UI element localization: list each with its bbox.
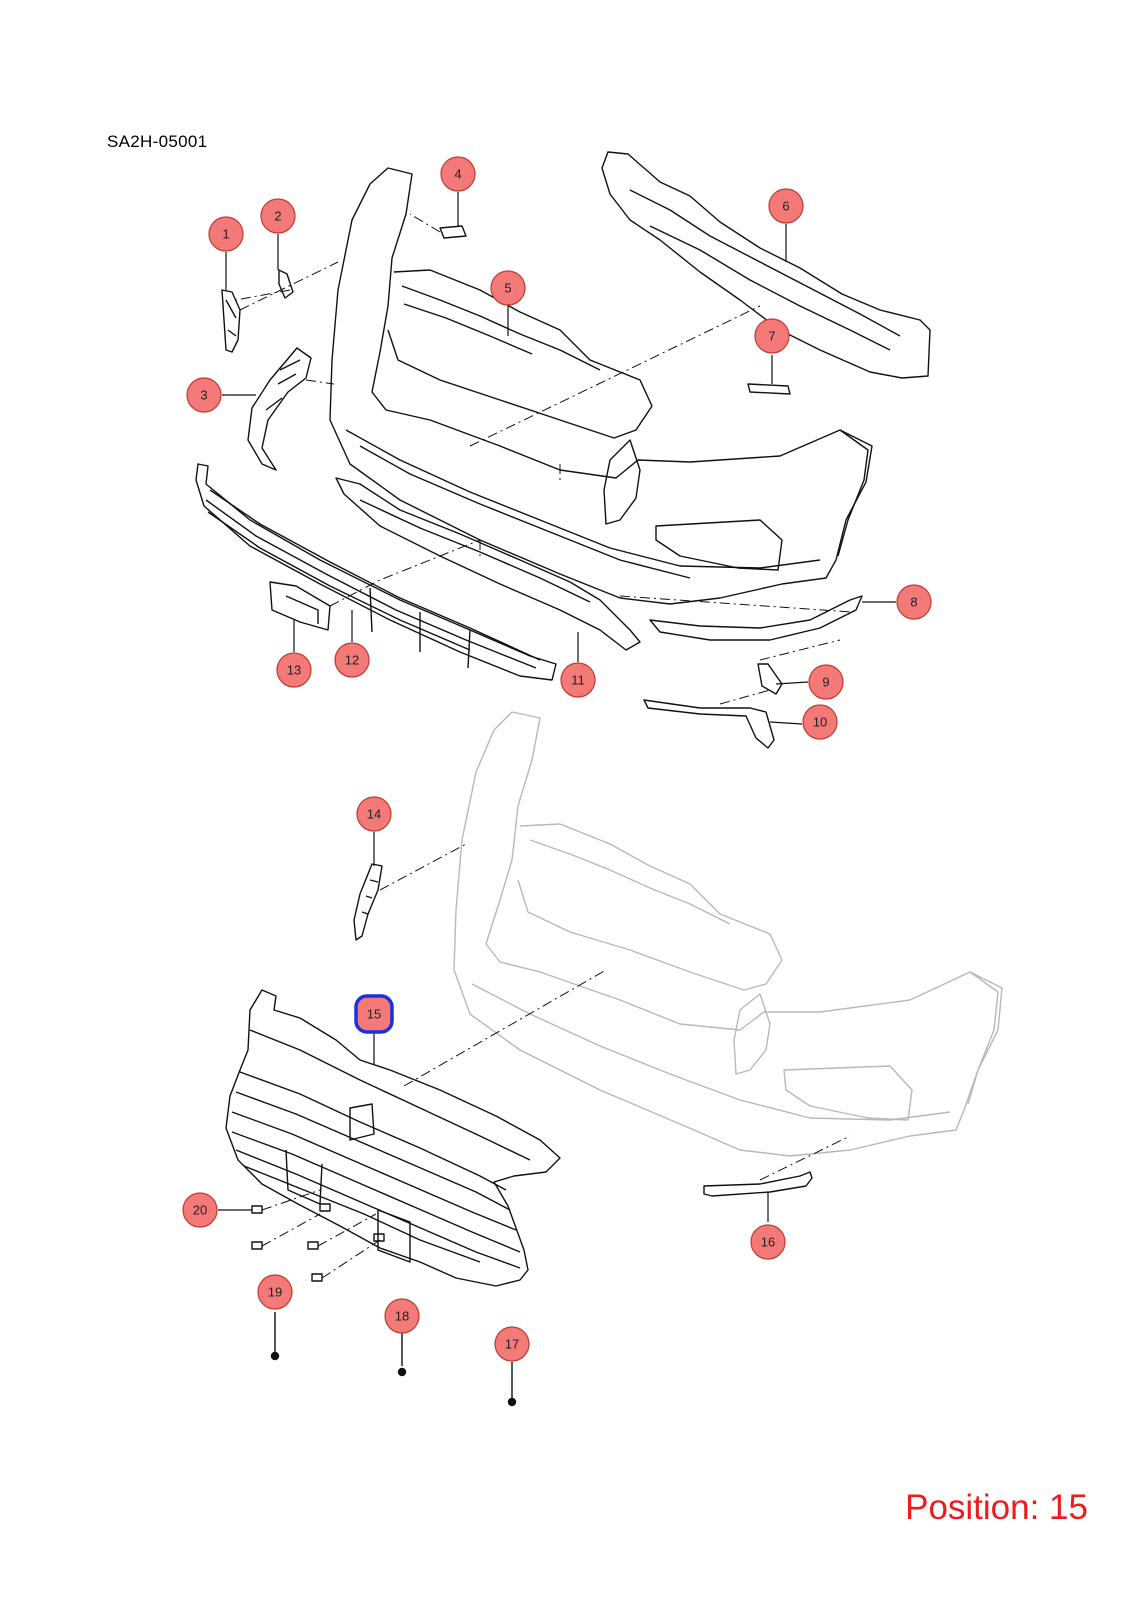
callout-number: 16: [761, 1235, 775, 1250]
callout-number: 18: [395, 1309, 409, 1324]
callout-marker[interactable]: [260, 198, 296, 234]
screws: [270, 1312, 517, 1407]
callout-11[interactable]: 11: [560, 662, 596, 698]
callout-marker[interactable]: [208, 216, 244, 252]
callout-marker[interactable]: [334, 642, 370, 678]
callout-12[interactable]: 12: [334, 642, 370, 678]
callout-number: 10: [813, 715, 827, 730]
callout-marker[interactable]: [494, 1326, 530, 1362]
part-15-radiator-grille: [225, 989, 561, 1287]
callout-number: 11: [571, 673, 585, 688]
callout-number: 7: [768, 329, 775, 344]
part-1-bracket: [221, 289, 241, 353]
callout-18[interactable]: 18: [384, 1298, 420, 1334]
callout-15[interactable]: 15: [354, 994, 394, 1034]
callout-marker[interactable]: [750, 1224, 786, 1260]
callout-13[interactable]: 13: [276, 652, 312, 688]
callout-marker[interactable]: [768, 188, 804, 224]
callout-2[interactable]: 2: [260, 198, 296, 234]
callout-marker[interactable]: [276, 652, 312, 688]
callout-number: 12: [345, 653, 359, 668]
callout-marker[interactable]: [186, 377, 222, 413]
callout-17[interactable]: 17: [494, 1326, 530, 1362]
callout-number: 5: [504, 281, 511, 296]
callout-number: 3: [200, 388, 207, 403]
part-2-clip: [278, 269, 294, 299]
part-16-lower-trim: [703, 1171, 813, 1197]
callout-marker[interactable]: [808, 664, 844, 700]
callout-10[interactable]: 10: [802, 704, 838, 740]
callout-7[interactable]: 7: [754, 318, 790, 354]
callout-number: 15: [367, 1007, 381, 1022]
callout-16[interactable]: 16: [750, 1224, 786, 1260]
diagram-code: SA2H-05001: [107, 132, 208, 151]
callout-marker[interactable]: [384, 1298, 420, 1334]
callout-marker[interactable]: [896, 584, 932, 620]
callout-marker[interactable]: [354, 994, 394, 1034]
callout-number: 20: [193, 1203, 207, 1218]
callout-number: 8: [910, 595, 917, 610]
callout-3[interactable]: 3: [186, 377, 222, 413]
part-3-side-bracket: [247, 347, 312, 471]
callout-marker[interactable]: [257, 1274, 293, 1310]
callout-number: 4: [454, 167, 461, 182]
callout-1[interactable]: 1: [208, 216, 244, 252]
callout-marker[interactable]: [754, 318, 790, 354]
part-4-clip: [439, 225, 467, 239]
callout-8[interactable]: 8: [896, 584, 932, 620]
callout-number: 6: [782, 199, 789, 214]
connector-lines-upper: [235, 213, 853, 705]
ghost-bumper: [453, 711, 1003, 1157]
callout-number: 14: [367, 807, 381, 822]
callout-number: 19: [268, 1285, 282, 1300]
connector-lines-lower: [261, 843, 851, 1279]
part-13-plate: [269, 581, 331, 631]
part-12-lower-grille: [195, 463, 557, 681]
callout-14[interactable]: 14: [356, 796, 392, 832]
position-label: Position: 15: [905, 1488, 1088, 1527]
leader-lines: [218, 192, 896, 1222]
callout-number: 17: [505, 1337, 519, 1352]
callout-number: 2: [274, 209, 281, 224]
part-8-trim-strip: [649, 595, 863, 641]
callout-5[interactable]: 5: [490, 270, 526, 306]
callout-number: 1: [222, 227, 229, 242]
callout-9[interactable]: 9: [808, 664, 844, 700]
callout-6[interactable]: 6: [768, 188, 804, 224]
callout-marker[interactable]: [560, 662, 596, 698]
part-6-absorber: [601, 151, 931, 379]
callout-number: 9: [822, 675, 829, 690]
part-7-bracket: [747, 383, 791, 395]
callout-19[interactable]: 19: [257, 1274, 293, 1310]
callout-marker[interactable]: [802, 704, 838, 740]
part-9-clip: [757, 663, 783, 695]
callout-marker[interactable]: [490, 270, 526, 306]
part-10-trim-strip: [643, 699, 775, 749]
part-5-bumper-cover: [329, 167, 873, 605]
part-14-side-strip: [353, 863, 383, 941]
callout-marker[interactable]: [440, 156, 476, 192]
callout-4[interactable]: 4: [440, 156, 476, 192]
part-11-lower-spoiler: [335, 477, 641, 651]
callout-marker[interactable]: [356, 796, 392, 832]
callout-20[interactable]: 20: [182, 1192, 218, 1228]
callout-marker[interactable]: [182, 1192, 218, 1228]
callout-number: 13: [287, 663, 301, 678]
